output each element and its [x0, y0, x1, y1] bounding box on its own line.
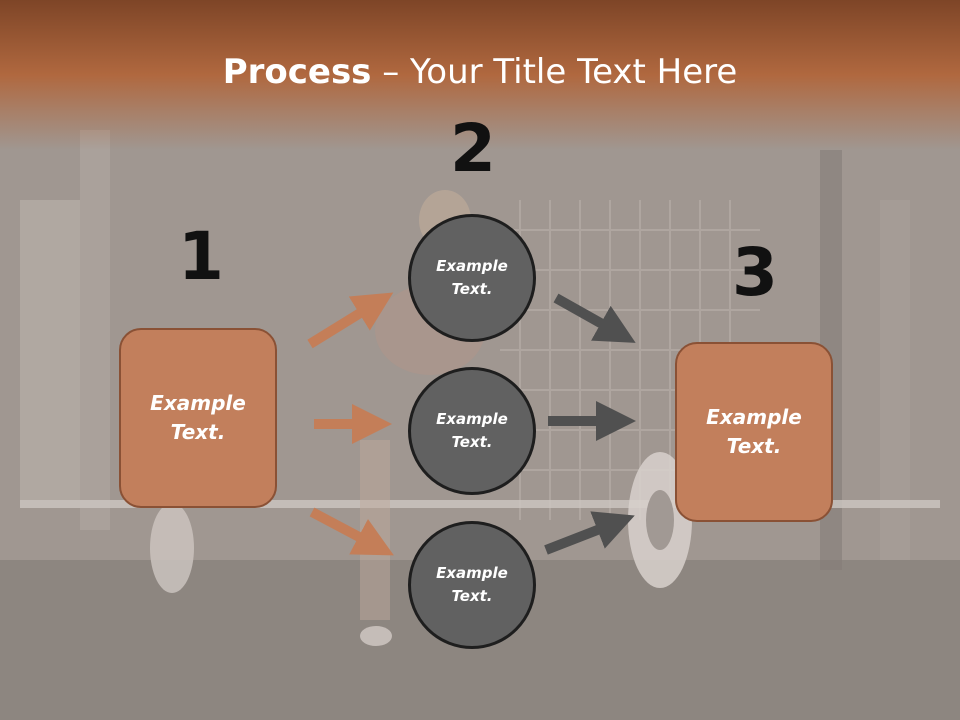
arrow-1-to-top [307, 292, 394, 349]
arrow-1-to-bottom [309, 507, 394, 556]
step-2-circle-bottom-text: Example Text. [436, 564, 508, 605]
step-2-circle-middle: Example Text. [408, 367, 536, 495]
arrow-bottom-to-3 [544, 511, 635, 555]
step-2-circle-top-text: Example Text. [436, 257, 508, 298]
step-number-2: 2 [450, 110, 496, 187]
title-bar [0, 0, 960, 150]
slide-title: Process – Your Title Text Here [0, 52, 960, 92]
step-1-text: Example Text. [150, 391, 246, 444]
title-rest: – Your Title Text Here [371, 52, 738, 92]
step-2-circle-bottom: Example Text. [408, 521, 536, 649]
step-number-3: 3 [732, 234, 778, 311]
step-3-box: Example Text. [675, 342, 833, 522]
step-3-text: Example Text. [706, 405, 802, 458]
step-2-circle-middle-text: Example Text. [436, 410, 508, 451]
arrow-top-to-3 [553, 293, 636, 343]
step-1-box: Example Text. [119, 328, 277, 508]
title-bold: Process [222, 52, 372, 92]
step-2-circle-top: Example Text. [408, 214, 536, 342]
step-number-1: 1 [178, 218, 224, 295]
